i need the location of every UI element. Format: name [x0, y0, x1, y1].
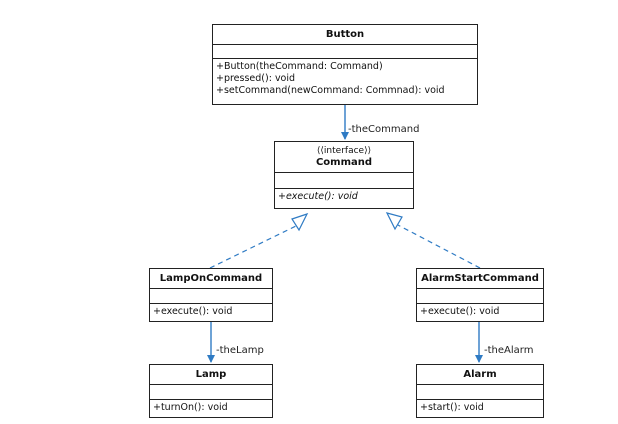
class-button: Button +Button(theCommand: Command) +pre… [212, 24, 478, 105]
realization-triangle-right [385, 212, 403, 231]
class-operations: +execute(): void [275, 189, 413, 205]
operation: +setCommand(newCommand: Commnad): void [216, 85, 445, 96]
operation: +Button(theCommand: Command) [216, 61, 383, 72]
realization-lamponcommand-command [209, 224, 299, 269]
realization-alarmstartcommand-command [395, 223, 481, 269]
class-operations: +start(): void [417, 400, 543, 416]
class-name: ⟨⟨interface⟩⟩ Command [275, 142, 413, 173]
class-title: LampOnCommand [159, 272, 263, 284]
class-attributes [150, 289, 272, 304]
class-title: Command [315, 156, 373, 168]
class-command: ⟨⟨interface⟩⟩ Command +execute(): void [274, 141, 414, 209]
class-stereotype: ⟨⟨interface⟩⟩ [316, 145, 372, 156]
class-alarm: Alarm +start(): void [416, 364, 544, 418]
class-name: LampOnCommand [150, 269, 272, 289]
operation: +start(): void [420, 402, 484, 413]
class-attributes [417, 385, 543, 400]
operation: +turnOn(): void [153, 402, 228, 413]
class-name: Lamp [150, 365, 272, 385]
operation: +pressed(): void [216, 73, 296, 84]
role-label-thelamp: -theLamp [216, 345, 264, 356]
role-label-thealarm: -theAlarm [484, 345, 534, 356]
realization-triangle-left [291, 212, 309, 232]
class-attributes [150, 385, 272, 400]
class-name: AlarmStartCommand [417, 269, 543, 289]
class-operations: +execute(): void [150, 304, 272, 320]
class-alarmstartcommand: AlarmStartCommand +execute(): void [416, 268, 544, 322]
class-operations: +execute(): void [417, 304, 543, 320]
operation: +execute(): void [420, 306, 500, 317]
class-attributes [213, 45, 477, 59]
class-name: Alarm [417, 365, 543, 385]
class-operations: +Button(theCommand: Command) +pressed():… [213, 59, 477, 99]
class-operations: +turnOn(): void [150, 400, 272, 416]
class-title: Alarm [463, 368, 497, 380]
class-attributes [275, 173, 413, 189]
operation: +execute(): void [278, 191, 358, 202]
class-attributes [417, 289, 543, 304]
operation: +execute(): void [153, 306, 233, 317]
role-label-thecommand: -theCommand [348, 124, 420, 135]
class-title: AlarmStartCommand [421, 272, 539, 284]
class-lamp: Lamp +turnOn(): void [149, 364, 273, 418]
class-title: Lamp [195, 368, 227, 380]
class-lamponcommand: LampOnCommand +execute(): void [149, 268, 273, 322]
class-name: Button [213, 25, 477, 45]
class-title: Button [325, 28, 365, 40]
